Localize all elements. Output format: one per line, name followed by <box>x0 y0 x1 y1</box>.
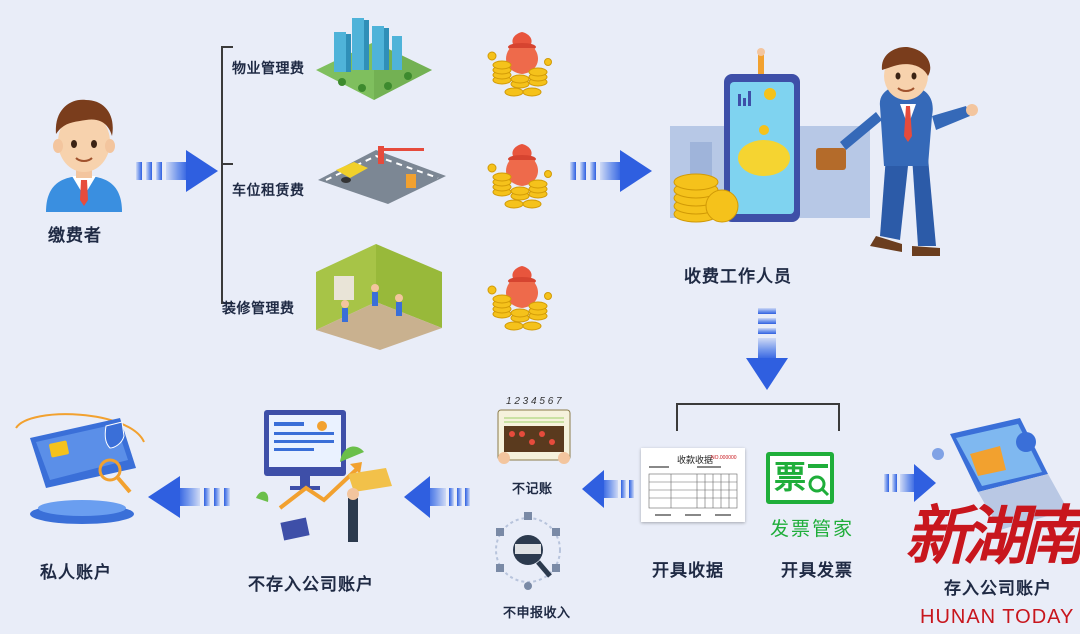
abacus-digits: 1 2 3 4 5 6 7 <box>506 396 562 407</box>
collector-illustration <box>650 46 980 266</box>
arrow-right <box>884 462 936 504</box>
receipt-doc-number: NO.000000 <box>711 455 737 461</box>
receipt-doc-title: 收款收据 <box>677 455 714 465</box>
receipt-document: 收款收据 NO.000000 <box>641 448 745 522</box>
not-declared-label: 不申报收入 <box>503 605 571 620</box>
arrow-left <box>404 476 470 518</box>
payer-label: 缴费者 <box>48 226 102 245</box>
laptop-illustration <box>930 414 1070 534</box>
invoice-brand-text: 发票管家 <box>770 518 855 540</box>
fee-label-property: 物业管理费 <box>232 60 305 76</box>
watermark-logo-cn: 新湖南 <box>905 499 1080 574</box>
arrow-left <box>582 468 634 510</box>
bracket-line <box>676 402 840 432</box>
collector-label: 收费工作人员 <box>684 267 792 286</box>
private-account-label: 私人账户 <box>40 563 112 582</box>
renovation-illustration <box>312 232 446 352</box>
fee-label-renovation: 装修管理费 <box>222 300 295 316</box>
bracket-line <box>220 46 234 304</box>
money-bag-coins-2 <box>484 140 564 210</box>
not-recorded-label: 不记账 <box>512 481 553 496</box>
abacus-illustration: 1 2 3 4 5 6 7 <box>492 396 578 472</box>
invoice-icon-char: 票 <box>774 459 807 495</box>
arrow-right <box>136 150 218 192</box>
buildings-illustration <box>312 12 436 102</box>
watermark-logo-en: HUNAN TODAY <box>920 606 1075 628</box>
income-circle-illustration <box>488 508 568 594</box>
fee-label-parking: 车位租赁费 <box>232 182 305 198</box>
company-account-label: 存入公司账户 <box>944 579 1052 598</box>
money-bag-coins-3 <box>484 262 564 332</box>
money-bag-coins-1 <box>484 28 564 98</box>
arrow-left <box>148 476 230 518</box>
payer-figure <box>38 92 130 212</box>
invoice-icon: 票 <box>766 452 834 504</box>
not-company-account-label: 不存入公司账户 <box>248 575 374 594</box>
arrow-down <box>746 308 788 390</box>
monitor-analytics-illustration <box>250 402 400 552</box>
bank-card-illustration <box>10 408 150 528</box>
parking-illustration <box>316 140 448 206</box>
arrow-right <box>570 150 652 192</box>
invoice-label: 开具发票 <box>781 561 853 580</box>
receipt-label: 开具收据 <box>652 561 724 580</box>
